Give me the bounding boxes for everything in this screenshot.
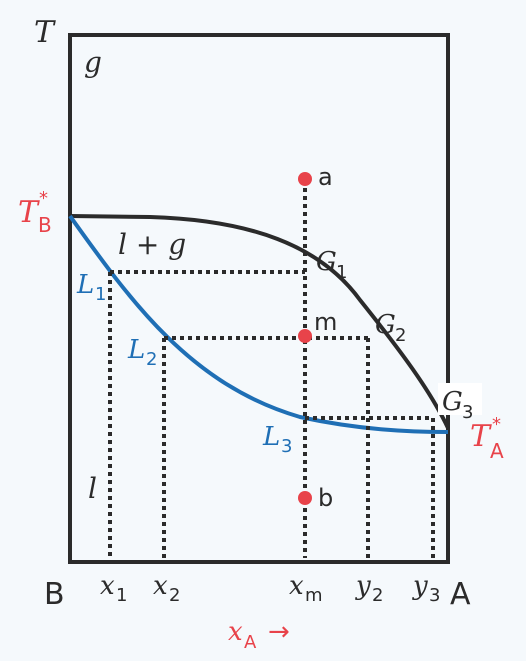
point-b-label: b bbox=[318, 484, 333, 512]
g3-label-background bbox=[438, 383, 482, 415]
region-l-label: l bbox=[88, 472, 97, 505]
x1-sub: 1 bbox=[116, 585, 127, 606]
l1-label: L bbox=[76, 270, 94, 300]
corner-a-label: A bbox=[450, 577, 471, 612]
ta-star-sub: A bbox=[490, 439, 504, 463]
g3-sub: 3 bbox=[462, 402, 473, 423]
xm-sub: m bbox=[305, 585, 323, 606]
g1-label: G bbox=[316, 247, 337, 277]
point-m-label: m bbox=[314, 308, 337, 336]
xm-label: x bbox=[289, 571, 304, 601]
axis-t-label: T bbox=[34, 15, 56, 50]
tb-star-sup: * bbox=[39, 188, 48, 209]
x2-label: x bbox=[153, 571, 168, 601]
l3-sub: 3 bbox=[281, 436, 292, 457]
point-a-label: a bbox=[318, 163, 333, 191]
g2-sub: 2 bbox=[395, 325, 406, 346]
point-b-marker bbox=[298, 491, 312, 505]
ta-star-sup: * bbox=[492, 414, 501, 435]
region-lg-label: l + g bbox=[118, 228, 186, 261]
xa-axis-sub: A bbox=[244, 632, 257, 653]
xa-axis-label: x bbox=[228, 617, 243, 647]
liquid-curve bbox=[68, 214, 449, 434]
l2-label: L bbox=[127, 335, 145, 365]
vapor-curve bbox=[69, 214, 450, 429]
corner-b-label: B bbox=[44, 577, 65, 612]
tb-star-sub: B bbox=[38, 213, 52, 237]
y3-label: y bbox=[412, 571, 428, 601]
diagram-frame bbox=[68, 33, 450, 564]
l1-sub: 1 bbox=[95, 284, 106, 305]
l3-label: L bbox=[262, 422, 280, 452]
x1-label: x bbox=[100, 571, 115, 601]
region-g-label: g bbox=[84, 46, 102, 79]
point-a-marker bbox=[298, 172, 312, 186]
x2-sub: 2 bbox=[169, 585, 180, 606]
xa-axis-arrow: → bbox=[268, 617, 290, 647]
ta-star-label: T bbox=[470, 419, 492, 454]
y2-label: y bbox=[355, 571, 371, 601]
g3-label: G bbox=[442, 387, 463, 417]
tb-star-label: T bbox=[18, 195, 40, 230]
l2-sub: 2 bbox=[146, 349, 157, 370]
g2-label: G bbox=[375, 310, 396, 340]
g1-sub: 1 bbox=[336, 262, 347, 283]
point-m-marker bbox=[298, 329, 312, 343]
y3-sub: 3 bbox=[429, 585, 440, 606]
y2-sub: 2 bbox=[372, 585, 383, 606]
